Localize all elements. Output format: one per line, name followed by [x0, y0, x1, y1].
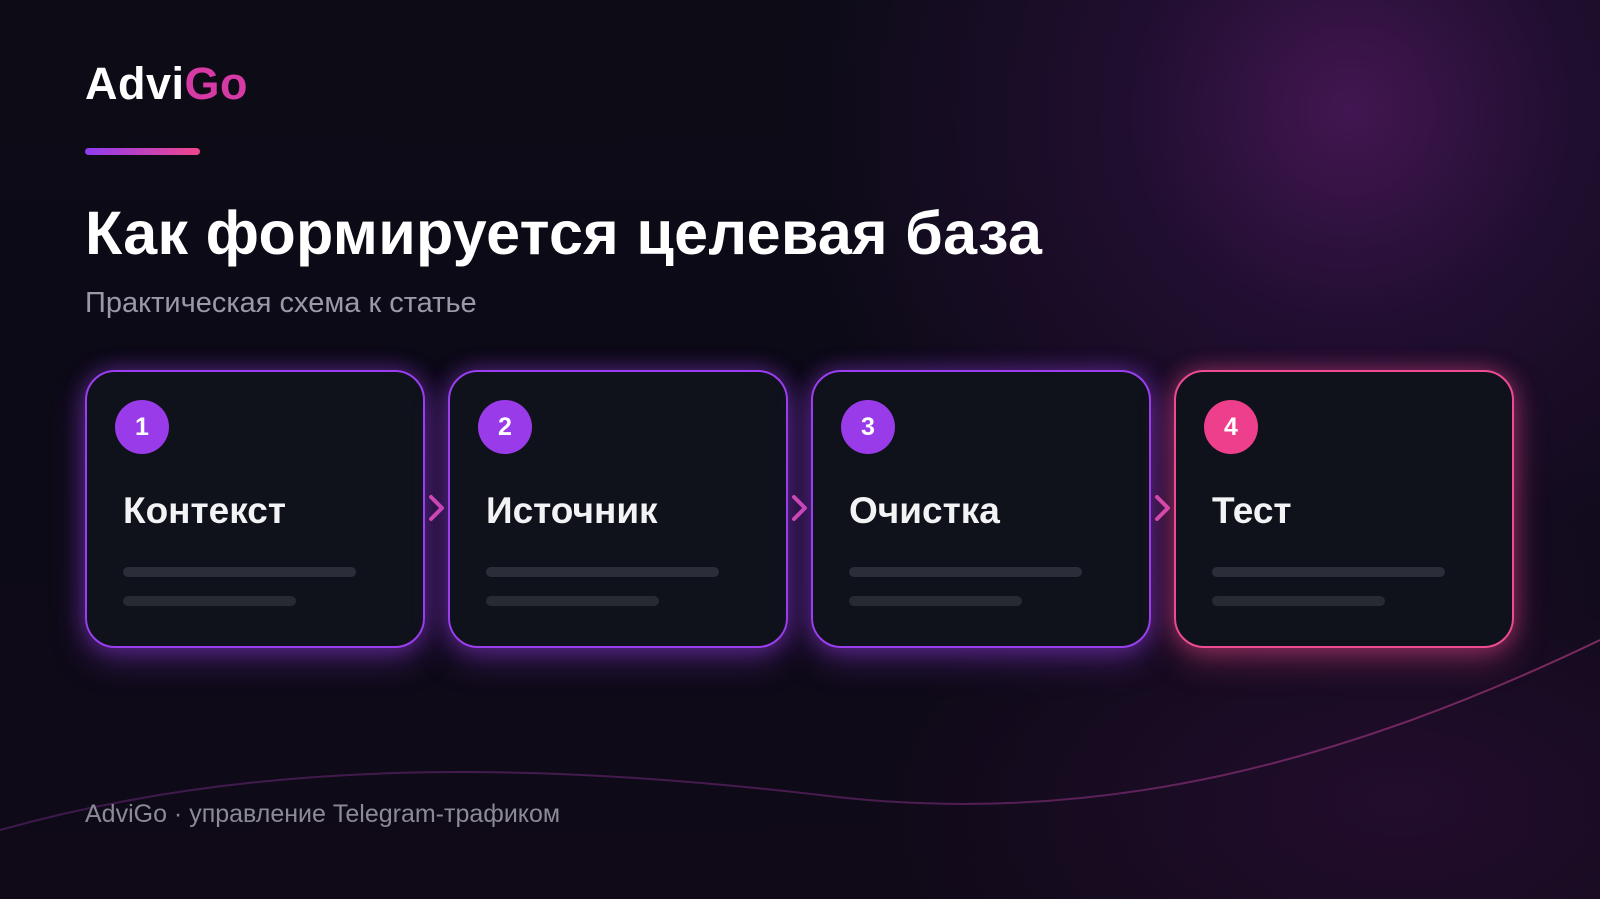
placeholder-line	[849, 596, 1022, 606]
placeholder-line	[1212, 596, 1385, 606]
chevron-right-icon	[792, 495, 807, 521]
step-label: Очистка	[849, 490, 1000, 531]
footer-text: AdviGo · управление Telegram-трафиком	[85, 800, 561, 828]
placeholder-line	[123, 567, 356, 577]
page-title: Как формируется целевая база	[85, 199, 1043, 267]
step-number-badge: 1	[115, 400, 169, 454]
chevron-right-icon	[1155, 495, 1170, 521]
brand-name-part1: Advi	[85, 58, 185, 109]
step-number-badge: 3	[841, 400, 895, 454]
brand-name-part2: Go	[184, 58, 249, 109]
step-label: Контекст	[123, 490, 286, 531]
page-subtitle: Практическая схема к статье	[85, 287, 477, 319]
step-label: Тест	[1212, 490, 1292, 531]
step-number-badge: 2	[478, 400, 532, 454]
step-card-3: 3 Очистка	[811, 370, 1151, 648]
step-card-4: 4 Тест	[1174, 370, 1514, 648]
placeholder-line	[849, 567, 1082, 577]
placeholder-line	[486, 596, 659, 606]
placeholder-line	[1212, 567, 1445, 577]
chevron-right-icon	[429, 495, 444, 521]
brand-logo: AdviGo	[85, 58, 248, 110]
accent-bar	[85, 148, 200, 155]
step-label: Источник	[486, 490, 658, 531]
placeholder-line	[486, 567, 719, 577]
step-card-1: 1 Контекст	[85, 370, 425, 648]
step-number-badge: 4	[1204, 400, 1258, 454]
step-card-2: 2 Источник	[448, 370, 788, 648]
placeholder-line	[123, 596, 296, 606]
